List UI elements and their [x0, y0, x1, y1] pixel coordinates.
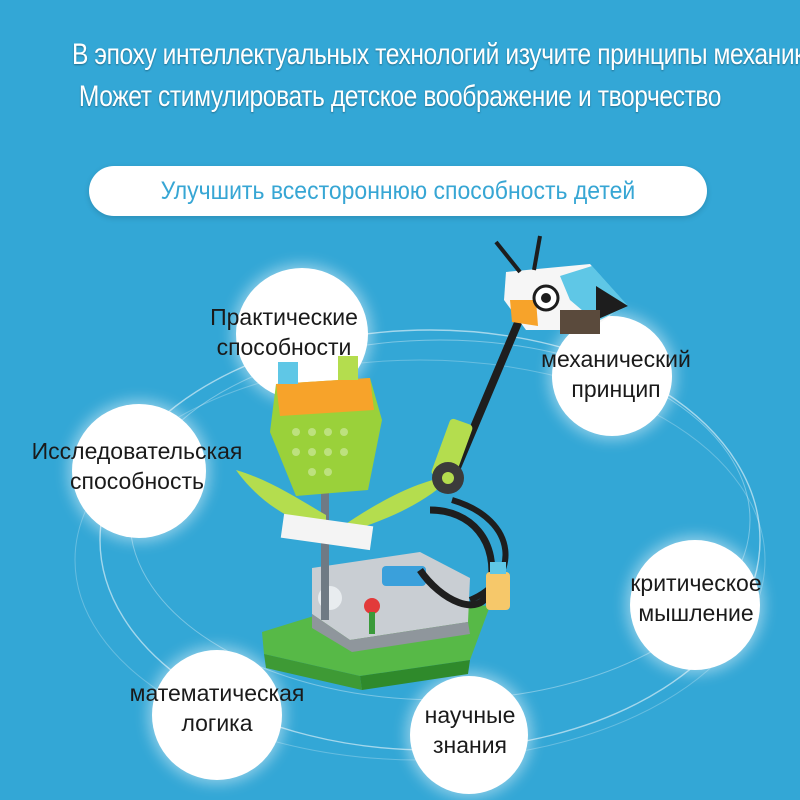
- label-research-line-1: Исследовательская: [31, 438, 243, 464]
- banner-text: Улучшить всестороннюю способность детей: [160, 176, 636, 205]
- label-critical: критическое мышление: [596, 568, 796, 628]
- label-mechanical: механический принцип: [516, 344, 716, 404]
- bubble-research: [72, 404, 206, 538]
- banner-pill: Улучшить всестороннюю способность детей: [89, 166, 707, 216]
- label-practical: Практические способности: [184, 302, 384, 362]
- label-practical-line-1: Практические: [210, 304, 358, 330]
- label-critical-line-2: мышление: [638, 600, 754, 626]
- label-science: научные знания: [400, 700, 540, 760]
- label-math-line-2: логика: [181, 710, 253, 736]
- label-math-line-1: математическая: [129, 680, 305, 706]
- label-research-line-2: способность: [70, 468, 204, 494]
- label-mechanical-line-2: принцип: [571, 376, 661, 402]
- bubble-critical: [630, 540, 760, 670]
- label-practical-line-2: способности: [216, 334, 352, 360]
- label-critical-line-1: критическое: [630, 570, 762, 596]
- label-science-line-2: знания: [432, 732, 508, 758]
- bubble-science: [410, 676, 528, 794]
- label-research: Исследовательская способность: [4, 436, 270, 496]
- headline-line-2: Может стимулировать детское воображение …: [78, 80, 722, 113]
- label-science-line-1: научные: [424, 702, 516, 728]
- headline-line-1: В эпоху интеллектуальных технологий изуч…: [72, 38, 800, 71]
- bubble-mechanical: [552, 316, 672, 436]
- label-mechanical-line-1: механический: [541, 346, 691, 372]
- bubble-math: [152, 650, 282, 780]
- label-math: математическая логика: [112, 678, 322, 738]
